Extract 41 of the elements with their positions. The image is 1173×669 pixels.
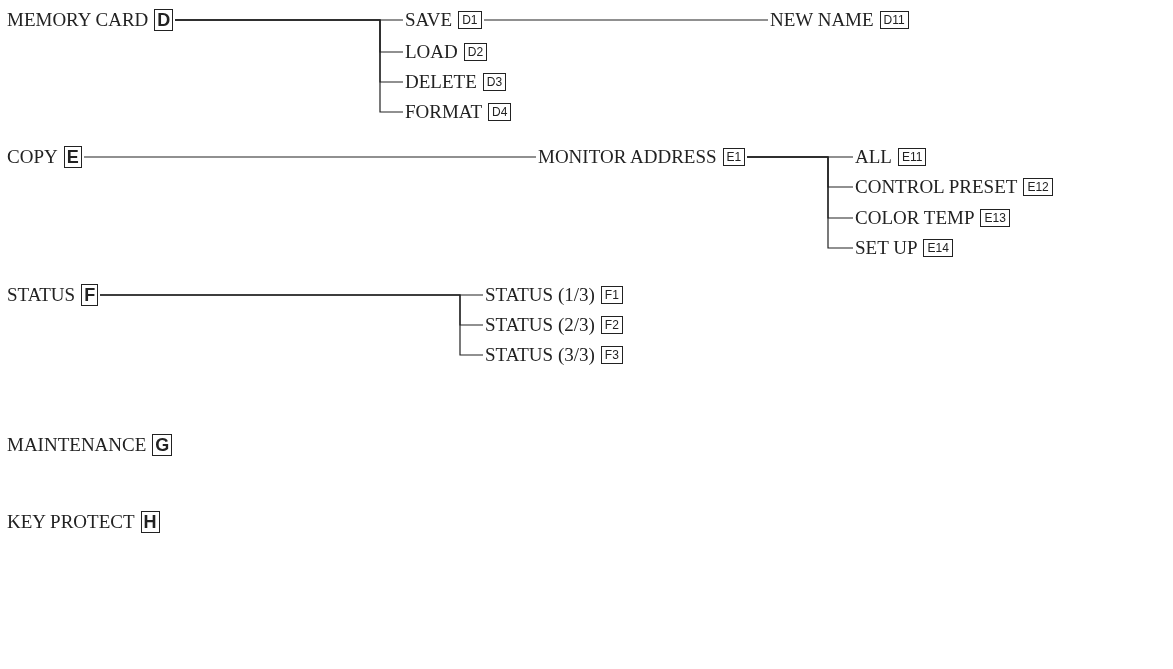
menu-code: G [152,434,173,456]
menu-code: E12 [1023,178,1053,196]
menu-label: KEY PROTECT [7,510,135,534]
menu-code: E1 [722,148,746,166]
menu-label: MEMORY CARD [7,8,149,32]
menu-code: D3 [482,73,507,91]
menu-label: LOAD [405,40,458,64]
menu-code: F2 [600,316,623,334]
menu-label: COLOR TEMP [855,206,975,230]
menu-label: NEW NAME [770,8,874,32]
menu-code: D [154,9,174,31]
menu-code: F1 [600,286,623,304]
menu-label: MONITOR ADDRESS [538,145,717,169]
menu-code: D4 [488,103,512,121]
menu-label: MAINTENANCE [7,433,147,457]
connector-line [83,156,537,158]
menu-code: E11 [897,148,927,166]
menu-code: E13 [980,209,1010,227]
menu-code: D11 [879,11,909,29]
menu-code: E [63,146,82,168]
menu-label: STATUS (3/3) [485,343,595,367]
menu-code: D1 [458,11,482,29]
menu-code: H [140,511,160,533]
connector-line [99,294,484,356]
menu-code: E14 [923,239,953,257]
menu-label: DELETE [405,70,477,94]
menu-label: ALL [855,145,892,169]
connector-line [483,19,769,21]
menu-label: SET UP [855,236,918,260]
connector-line [746,156,854,249]
menu-label: STATUS (1/3) [485,283,595,307]
menu-label: STATUS (2/3) [485,313,595,337]
menu-label: SAVE [405,8,453,32]
menu-code: F [81,284,99,306]
menu-label: STATUS [7,283,76,307]
menu-label: COPY [7,145,58,169]
menu-code: D2 [463,43,488,61]
menu-label: FORMAT [405,100,483,124]
menu-label: CONTROL PRESET [855,175,1018,199]
menu-code: F3 [600,346,623,364]
connector-line [174,19,404,113]
